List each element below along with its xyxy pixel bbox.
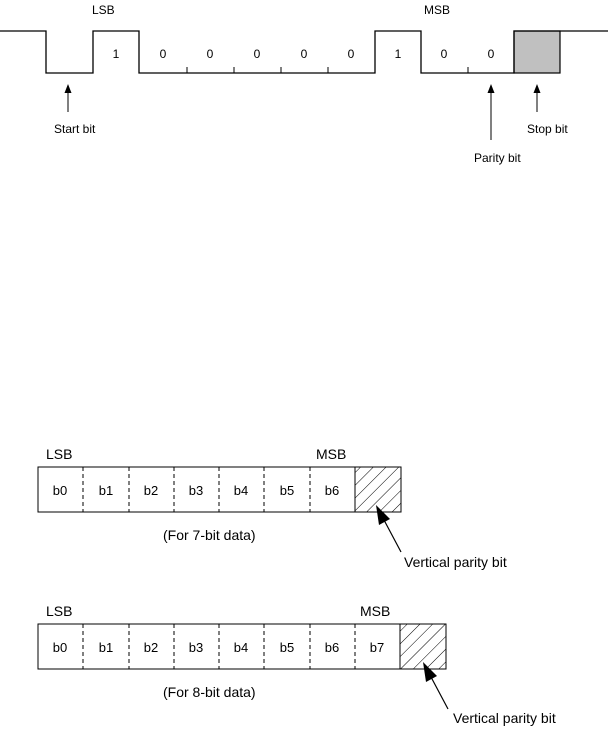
frame8-caption: (For 8-bit data): [163, 684, 256, 700]
bit-value: 0: [488, 47, 495, 61]
bit-cell-label: b1: [99, 483, 113, 498]
stop-bit-arrow: [533, 84, 541, 112]
start-bit-label: Start bit: [54, 122, 96, 136]
bit-cell-label: b0: [53, 483, 67, 498]
bit-cell-label: b2: [144, 640, 158, 655]
frame8-cell-dividers: [82, 624, 356, 669]
bit-value: 1: [113, 47, 120, 61]
bit-cell-label: b6: [325, 640, 339, 655]
frame7-caption: (For 7-bit data): [163, 527, 256, 543]
bit-cell-label: b0: [53, 640, 67, 655]
frame-7bit-section: LSB MSB b0 b1 b2 b3 b4 b5 b6 (For 7-bit …: [37, 446, 507, 570]
bit-cell-label: b4: [234, 483, 248, 498]
bit-value: 0: [254, 47, 261, 61]
frame8-msb-label: MSB: [360, 603, 390, 619]
frame8-parity-arrow: [423, 662, 449, 710]
bit-value: 0: [441, 47, 448, 61]
frame7-msb-label: MSB: [316, 446, 346, 462]
frame7-cell-labels: b0 b1 b2 b3 b4 b5 b6: [53, 483, 339, 498]
waveform-section: LSB MSB 1 0 0 0 0 0 1 0 0: [0, 3, 608, 165]
parity-bit-arrow: [487, 84, 495, 140]
stop-bit-box: [513, 30, 561, 74]
frame-8bit-section: LSB MSB b0 b1 b2 b3 b4 b5 b6 b7 (For 8-b…: [37, 603, 556, 726]
bit-cell-label: b6: [325, 483, 339, 498]
bit-value: 0: [348, 47, 355, 61]
bit-cell-label: b7: [370, 640, 384, 655]
frame7-parity-arrow: [376, 505, 402, 553]
waveform-msb-label: MSB: [424, 3, 450, 17]
waveform-bit-values: 1 0 0 0 0 0 1 0 0: [113, 47, 495, 61]
parity-bit-label: Parity bit: [474, 151, 521, 165]
frame8-cell-labels: b0 b1 b2 b3 b4 b5 b6 b7: [53, 640, 384, 655]
bit-value: 1: [395, 47, 402, 61]
stop-bit-label: Stop bit: [527, 122, 568, 136]
bit-cell-label: b3: [189, 640, 203, 655]
start-bit-arrow: [64, 84, 72, 112]
bit-boundary-ticks: [186, 67, 469, 73]
bit-cell-label: b1: [99, 640, 113, 655]
frame7-cell-dividers: [82, 467, 311, 512]
frame8-parity-label: Vertical parity bit: [453, 710, 556, 726]
bit-cell-label: b5: [280, 483, 294, 498]
bit-cell-label: b4: [234, 640, 248, 655]
frame8-parity-cell: [399, 623, 447, 670]
frame7-lsb-label: LSB: [46, 446, 72, 462]
bit-value: 0: [301, 47, 308, 61]
bit-cell-label: b2: [144, 483, 158, 498]
bit-value: 0: [160, 47, 167, 61]
frame8-lsb-label: LSB: [46, 603, 72, 619]
frame7-parity-cell: [354, 466, 402, 513]
bit-value: 0: [207, 47, 214, 61]
frame7-parity-label: Vertical parity bit: [404, 554, 507, 570]
waveform-lsb-label: LSB: [92, 3, 115, 17]
waveform-signal: [0, 30, 608, 74]
bit-cell-label: b5: [280, 640, 294, 655]
bit-cell-label: b3: [189, 483, 203, 498]
